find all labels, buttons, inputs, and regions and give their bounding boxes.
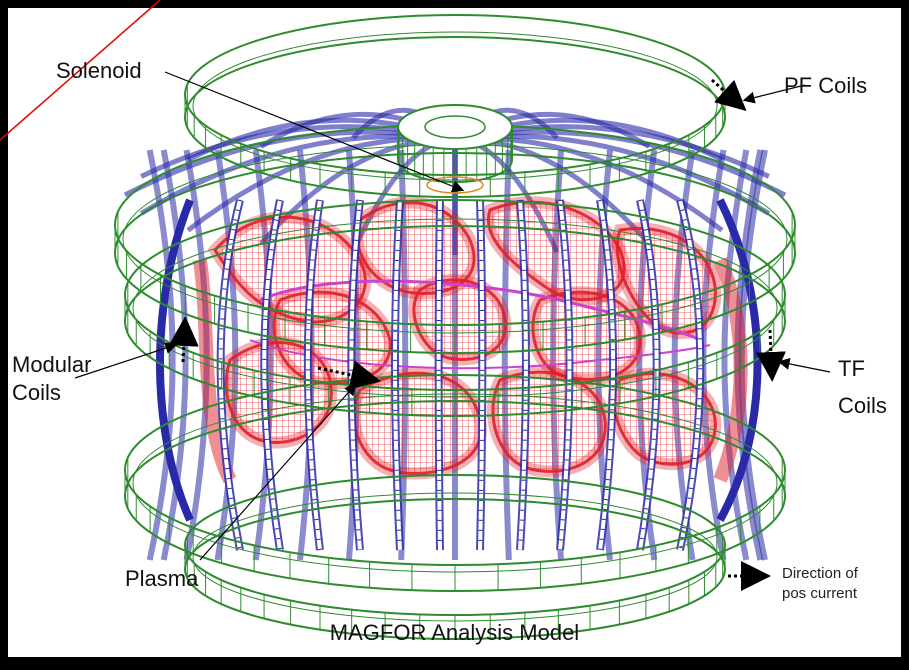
label-tf-line2: Coils xyxy=(838,393,887,418)
label-plasma: Plasma xyxy=(125,566,199,591)
label-solenoid: Solenoid xyxy=(56,58,142,83)
plasma-shape xyxy=(249,279,711,370)
leader-lines xyxy=(74,71,831,561)
label-tf-line1: TF xyxy=(838,356,865,381)
label-modular-line2: Coils xyxy=(12,380,61,405)
label-pf-coils: PF Coils xyxy=(784,73,868,98)
figure-caption: MAGFOR Analysis Model xyxy=(329,620,580,645)
label-modular-line1: Modular xyxy=(12,352,92,377)
legend-line2: pos current xyxy=(782,585,858,602)
tf-coils-front xyxy=(156,198,762,551)
current-direction-arrows xyxy=(168,78,786,591)
legend-line1: Direction of xyxy=(782,565,858,582)
corner-line xyxy=(0,0,161,141)
